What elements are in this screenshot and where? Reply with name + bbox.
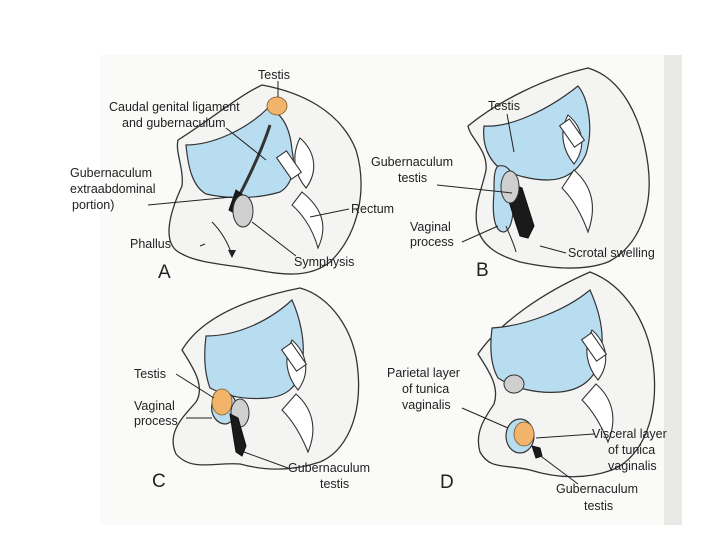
panel-a-phallus-label: Phallus bbox=[130, 237, 171, 251]
panel-d-parietal-label-1: Parietal layer bbox=[387, 366, 460, 380]
panel-b-scrotal-label: Scrotal swelling bbox=[568, 246, 655, 260]
panel-c-testis bbox=[212, 389, 232, 415]
panel-b-symphysis-bone bbox=[501, 171, 519, 203]
panel-a-testis bbox=[267, 97, 287, 115]
panel-a-letter: A bbox=[158, 262, 171, 283]
panel-a-guber-label-2: extraabdominal bbox=[70, 182, 155, 196]
panel-d-visceral-label-3: vaginalis bbox=[608, 459, 657, 473]
panel-c-letter: C bbox=[152, 471, 166, 492]
panel-a-symphysis-bone bbox=[233, 195, 253, 227]
panel-a-guber-label-3: portion) bbox=[72, 198, 114, 212]
panel-b-guber-label-1: Gubernaculum bbox=[371, 155, 453, 169]
page-edge-shadow bbox=[664, 55, 682, 525]
panel-d-parietal-label-2: of tunica bbox=[402, 382, 449, 396]
panel-d-symphysis-bone bbox=[504, 375, 524, 393]
panel-a-caudal-label-2: and gubernaculum bbox=[122, 116, 226, 130]
panel-c-vaginal-label-2: process bbox=[134, 414, 178, 428]
panel-c-vaginal-label-1: Vaginal bbox=[134, 399, 175, 413]
panel-b-testis-label: Testis bbox=[488, 99, 520, 113]
panel-b-letter: B bbox=[476, 260, 489, 281]
panel-d-parietal-label-3: vaginalis bbox=[402, 398, 451, 412]
panel-c-guber-label-2: testis bbox=[320, 477, 349, 491]
panel-c-guber-label-1: Gubernaculum bbox=[288, 461, 370, 475]
panel-a-caudal-label-1: Caudal genital ligament bbox=[109, 100, 240, 114]
panel-d-testis bbox=[514, 422, 534, 446]
panel-d-guber-label-1: Gubernaculum bbox=[556, 482, 638, 496]
panel-d-guber-label-2: testis bbox=[584, 499, 613, 513]
panel-a-rectum-label: Rectum bbox=[351, 202, 394, 216]
panel-d-letter: D bbox=[440, 472, 454, 493]
panel-b-vaginal-label-2: process bbox=[410, 235, 454, 249]
panel-a-symphysis-label: Symphysis bbox=[294, 255, 354, 269]
panel-c-testis-label: Testis bbox=[134, 367, 166, 381]
panel-d-visceral-label-2: of tunica bbox=[608, 443, 655, 457]
panel-a-testis-label: Testis bbox=[258, 68, 290, 82]
panel-b-guber-label-2: testis bbox=[398, 171, 427, 185]
panel-b-vaginal-label-1: Vaginal bbox=[410, 220, 451, 234]
panel-a-guber-label-1: Gubernaculum bbox=[70, 166, 152, 180]
panel-d-visceral-label-1: Visceral layer bbox=[592, 427, 667, 441]
